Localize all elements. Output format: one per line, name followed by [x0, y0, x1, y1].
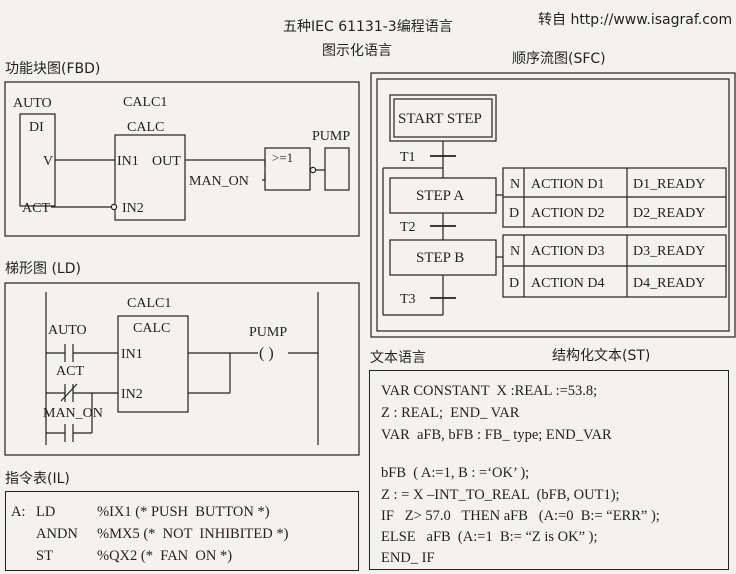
st-code-line: Z : REAL; END_ VAR — [381, 405, 520, 421]
ld-calc1-label: CALC1 — [127, 296, 171, 311]
fbd-or-label: >=1 — [272, 150, 293, 165]
fbd-section-title: 功能块图(FBD) — [5, 61, 101, 77]
sfc-frame-inner — [376, 78, 730, 332]
ld-calc-type-label: CALC — [133, 321, 170, 336]
fbd-frame — [4, 81, 360, 237]
il-argument: %IX1 (* PUSH BUTTON *) — [97, 504, 270, 520]
il-opcode: ST — [36, 548, 53, 564]
ld-auto-label: AUTO — [48, 323, 87, 338]
page-title: 五种IEC 61131-3编程语言 — [283, 19, 453, 35]
sfc-frame-outer — [370, 72, 736, 338]
st-code-box — [369, 370, 729, 570]
fbd-out-label: OUT — [152, 154, 181, 169]
st-code-line: END_ IF — [381, 550, 435, 566]
st-code-line: VAR aFB, bFB : FB_ type; END_VAR — [381, 427, 612, 443]
ld-act-label: ACT — [56, 364, 84, 379]
st-code-line: IF Z> 57.0 THEN aFB (A:=0 B:= “ERR” ); — [381, 508, 660, 524]
sfc-action-qualifier: D — [509, 276, 519, 291]
fbd-pump-label: PUMP — [312, 129, 350, 144]
text-languages-title: 文本语言 — [370, 350, 426, 366]
sfc-start-step-label: START STEP — [398, 111, 482, 127]
ld-section-title: 梯形图 (LD) — [5, 261, 81, 277]
ld-pump-label: PUMP — [249, 325, 287, 340]
il-argument: %QX2 (* FAN ON *) — [97, 548, 233, 564]
il-opcode: ANDN — [36, 526, 78, 542]
fbd-in1-label: IN1 — [117, 154, 139, 169]
sfc-action-table-2 — [502, 234, 727, 298]
sfc-action-qualifier: D — [509, 206, 519, 221]
sfc-action-qualifier: N — [510, 177, 520, 192]
sfc-action-name: ACTION D4 — [531, 276, 605, 291]
source-credit: 转自 http://www.isagraf.com — [538, 12, 733, 28]
fbd-v-label: V — [43, 154, 53, 169]
fbd-in2-label: IN2 — [122, 201, 144, 216]
fbd-calc-type-label: CALC — [127, 120, 164, 135]
sfc-action-table-1 — [502, 167, 727, 228]
sfc-t1-label: T1 — [400, 150, 416, 165]
ld-calc-block — [117, 315, 189, 413]
sfc-step-b — [389, 239, 497, 276]
ld-in1-label: IN1 — [121, 347, 143, 362]
sfc-action-name: ACTION D3 — [531, 244, 605, 259]
fbd-calc1-label: CALC1 — [123, 95, 167, 110]
sfc-t3-label: T3 — [400, 292, 416, 307]
sfc-action-var: D1_READY — [633, 177, 705, 192]
st-code-line: bFB ( A:=1, B : =‘OK’ ); — [381, 465, 530, 481]
il-code-box — [5, 491, 359, 571]
il-section-title: 指令表(IL) — [5, 471, 70, 487]
fbd-negation-circle — [110, 203, 118, 211]
sfc-action-qualifier: N — [510, 244, 520, 259]
sfc-action-var: D4_READY — [633, 276, 705, 291]
ld-frame — [4, 282, 360, 456]
il-opcode: LD — [36, 504, 56, 520]
sfc-section-title: 顺序流图(SFC) — [512, 51, 606, 67]
st-code-line: ELSE aFB (A:=1 B:= “Z is OK” ); — [381, 529, 598, 545]
sfc-step-a-label: STEP A — [416, 188, 464, 204]
fbd-or-negation-circle — [309, 166, 317, 174]
fbd-calc-block — [114, 134, 186, 221]
st-code-line: Z : = X –INT_TO_REAL (bFB, OUT1); — [381, 487, 620, 503]
sfc-action-name: ACTION D1 — [531, 177, 605, 192]
fbd-pump-block — [324, 147, 350, 191]
ld-in2-label: IN2 — [121, 387, 143, 402]
sfc-t2-label: T2 — [400, 220, 416, 235]
ld-man-on-label: MAN_ON — [43, 406, 103, 421]
ld-act-negation-slash — [60, 383, 78, 402]
sfc-step-b-label: STEP B — [416, 250, 464, 266]
fbd-auto-label: AUTO — [13, 96, 52, 111]
ld-coil-symbol: ( ) — [259, 345, 274, 362]
sfc-start-step — [389, 94, 497, 142]
graphical-languages-subtitle: 图示化语言 — [322, 43, 392, 59]
fbd-di-label: DI — [29, 120, 44, 135]
sfc-action-var: D3_READY — [633, 244, 705, 259]
fbd-di-block — [19, 113, 56, 207]
il-argument: %MX5 (* NOT INHIBITED *) — [97, 526, 289, 542]
fbd-or-gate — [264, 147, 311, 191]
fbd-act-label: ACT — [22, 201, 50, 216]
sfc-action-name: ACTION D2 — [531, 206, 605, 221]
il-label: A: — [11, 504, 26, 520]
st-section-title: 结构化文本(ST) — [552, 348, 651, 364]
sfc-step-a — [389, 177, 497, 214]
fbd-man-on-label: MAN_ON — [189, 174, 249, 189]
st-code-line: VAR CONSTANT X :REAL :=53.8; — [381, 383, 598, 399]
sfc-action-var: D2_READY — [633, 206, 705, 221]
